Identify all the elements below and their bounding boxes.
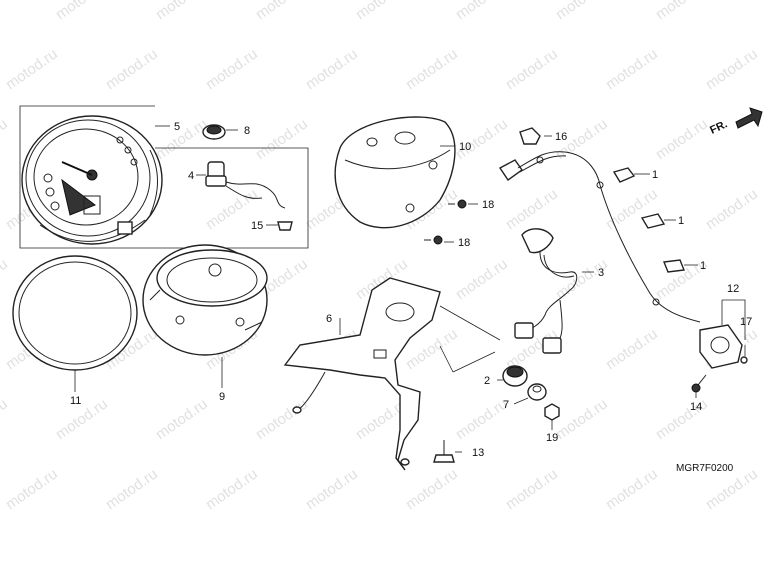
callout-label: 12 <box>727 283 739 295</box>
grommet-2-part <box>497 365 528 387</box>
callout-label: 9 <box>219 391 225 403</box>
bolt-18b-part <box>424 235 454 245</box>
callout-label: 13 <box>472 447 484 459</box>
front-direction-label: FR. <box>708 118 729 136</box>
clip-1a-part <box>612 167 650 183</box>
watermark-text: motod.ru <box>103 45 161 93</box>
watermark-text: motod.ru <box>0 395 11 443</box>
watermark-text: motod.ru <box>653 0 711 23</box>
speedometer-group <box>19 105 309 249</box>
speedometer-gauge <box>21 115 163 245</box>
callout-label: 11 <box>70 395 81 407</box>
watermark-text: motod.ru <box>203 465 261 513</box>
callout-label: 16 <box>555 131 567 143</box>
callout-label: 19 <box>546 432 558 444</box>
watermark-text: motod.ru <box>303 465 361 513</box>
watermark-text: motod.ru <box>603 325 661 373</box>
callout-label: 14 <box>690 401 702 413</box>
callout-label: 6 <box>326 313 332 325</box>
watermark-text: motod.ru <box>3 45 61 93</box>
front-arrow-icon <box>735 107 763 129</box>
callout-label: 1 <box>678 215 684 227</box>
watermark-text: motod.ru <box>0 0 11 23</box>
watermark-text: motod.ru <box>0 255 11 303</box>
watermark-text: motod.ru <box>203 45 261 93</box>
lens-ring-part <box>12 255 138 392</box>
bolt-18a-part <box>448 199 478 209</box>
callout-label: 15 <box>251 220 263 232</box>
meter-cover-part <box>334 116 456 229</box>
watermark-text: motod.ru <box>653 115 711 163</box>
watermark-text: motod.ru <box>703 185 761 233</box>
watermark-text: motod.ru <box>0 115 11 163</box>
speed-sensor-part <box>699 299 748 369</box>
watermark-text: motod.ru <box>503 45 561 93</box>
watermark-text: motod.ru <box>403 45 461 93</box>
watermark-text: motod.ru <box>603 465 661 513</box>
watermark-text: motod.ru <box>253 115 311 163</box>
screw-part <box>266 221 293 231</box>
clip-1b-part <box>640 213 676 229</box>
clip-1c-part <box>663 259 698 273</box>
callout-label: 17 <box>740 316 752 328</box>
meter-case-part <box>142 244 268 388</box>
watermark-text: motod.ru <box>353 0 411 23</box>
bulb-socket-part <box>196 161 286 209</box>
front-direction-indicator: FR. <box>708 107 763 137</box>
watermark-text: motod.ru <box>503 465 561 513</box>
watermark-text: motod.ru <box>603 45 661 93</box>
watermark-text: motod.ru <box>403 465 461 513</box>
nut-19-part <box>544 403 560 430</box>
watermark-layer: motod.ru motod.ru motod.ru motod.ru motod.ru… <box>0 0 761 513</box>
callout-label: 4 <box>188 170 194 182</box>
watermark-text: motod.ru <box>303 45 361 93</box>
watermark-text: motod.ru <box>153 395 211 443</box>
watermark-text: motod.ru <box>3 465 61 513</box>
callout-label: 18 <box>482 199 494 211</box>
meter-stay-part <box>283 277 501 471</box>
grommet-part <box>202 124 238 140</box>
watermark-text: motod.ru <box>453 255 511 303</box>
watermark-text: motod.ru <box>153 0 211 23</box>
watermark-text: motod.ru <box>703 45 761 93</box>
watermark-text: motod.ru <box>153 115 211 163</box>
watermark-text: motod.ru <box>53 395 111 443</box>
bolt-13-part <box>433 440 462 463</box>
callout-label: 3 <box>598 267 604 279</box>
callout-label: 1 <box>700 260 706 272</box>
wire-harness-part <box>514 228 594 354</box>
callout-label: 2 <box>484 375 490 387</box>
watermark-text: motod.ru <box>253 0 311 23</box>
callout-label: 10 <box>459 141 471 153</box>
collar-7-part <box>513 383 547 405</box>
callout-label: 8 <box>244 125 250 137</box>
callout-label: 18 <box>458 237 470 249</box>
watermark-text: motod.ru <box>453 115 511 163</box>
watermark-text: motod.ru <box>253 395 311 443</box>
watermark-text: motod.ru <box>453 0 511 23</box>
sensor-cable-part <box>498 127 701 323</box>
diagram-code: MGR7F0200 <box>676 463 734 474</box>
watermark-text: motod.ru <box>503 185 561 233</box>
watermark-text: motod.ru <box>553 255 611 303</box>
bolt-14-part <box>691 374 707 398</box>
callout-label: 1 <box>652 169 658 181</box>
callout-label: 7 <box>503 399 509 411</box>
watermark-text: motod.ru <box>53 0 111 23</box>
watermark-text: motod.ru <box>553 0 611 23</box>
callout-label: 5 <box>174 121 180 133</box>
watermark-text: motod.ru <box>103 465 161 513</box>
watermark-text: motod.ru <box>553 395 611 443</box>
